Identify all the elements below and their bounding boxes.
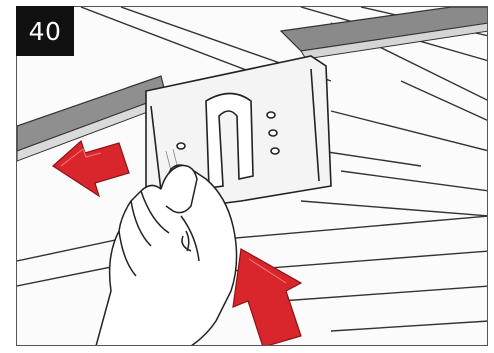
assembly-illustration bbox=[17, 7, 488, 346]
illustration-frame bbox=[16, 6, 488, 346]
step-number-badge: 40 bbox=[16, 6, 74, 56]
arrow-up-icon bbox=[233, 249, 301, 346]
hand-illustration bbox=[96, 165, 237, 346]
arrow-left-icon bbox=[53, 141, 129, 196]
